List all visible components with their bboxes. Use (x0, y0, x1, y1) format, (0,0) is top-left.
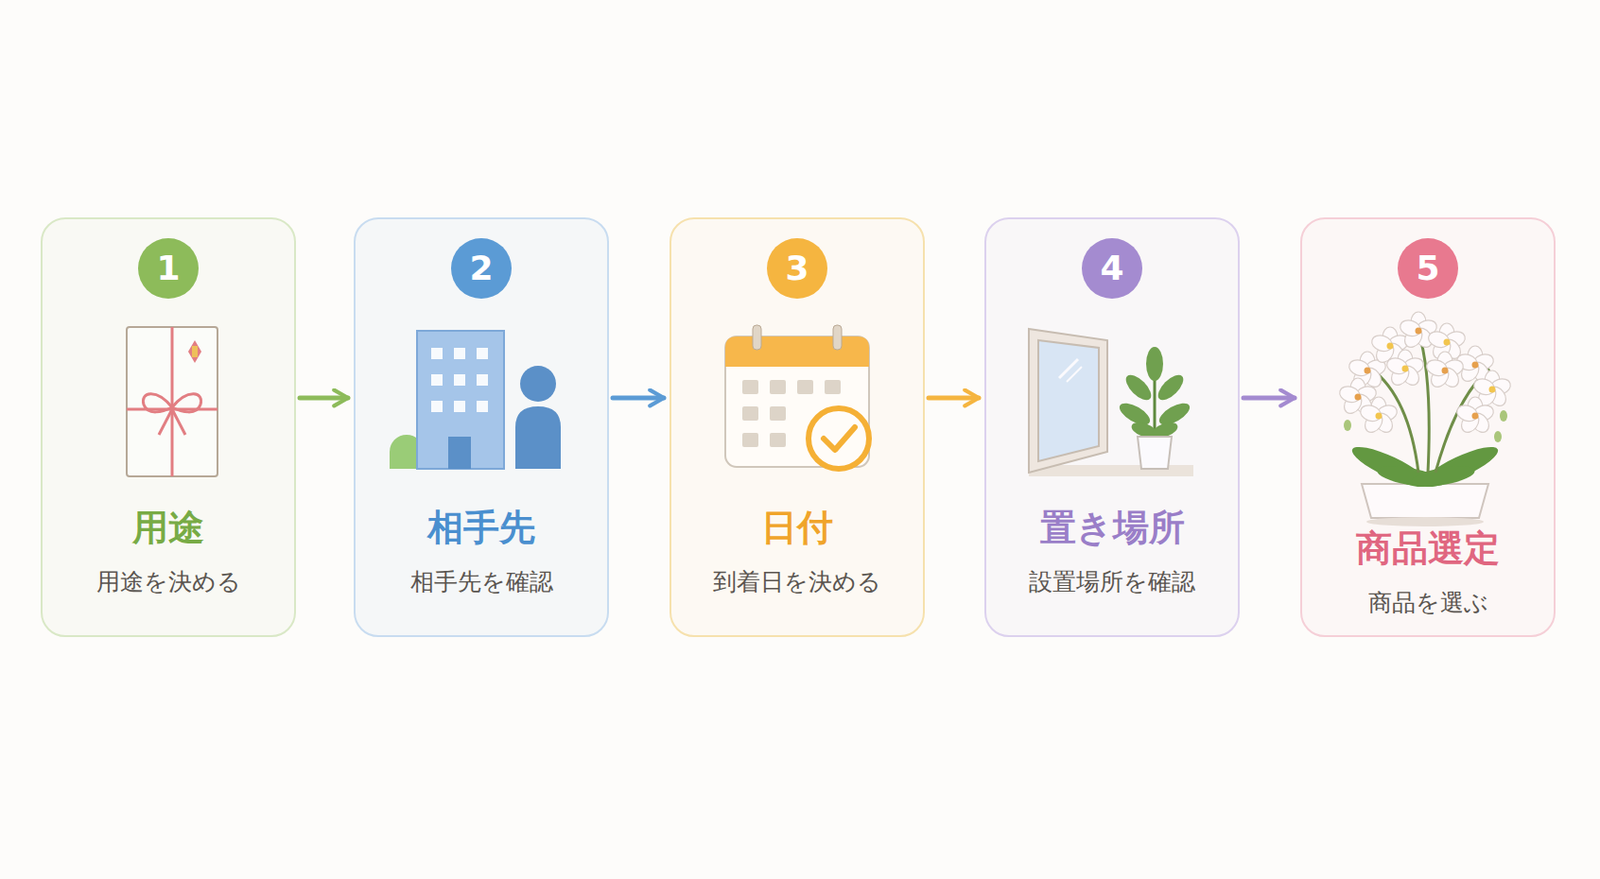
step-box: 3 日付到着日を決める (669, 217, 925, 638)
step-box: 2 相手先相手先を確認 (353, 217, 609, 638)
step-description: 到着日を決める (671, 567, 923, 598)
step-box: 4 置き場所設置場所を確認 (984, 217, 1240, 638)
step-title: 置き場所 (986, 505, 1238, 550)
step-number: 4 (1081, 238, 1143, 299)
step-number: 5 (1397, 238, 1459, 299)
step-box: 5 商品選定商品を選ぶ (1300, 217, 1556, 638)
step-title: 用途 (42, 505, 295, 550)
step-description: 相手先を確認 (355, 567, 608, 598)
step-number: 3 (766, 238, 828, 299)
step-number: 1 (138, 238, 199, 299)
step-number: 2 (451, 238, 512, 299)
flow-arrow (928, 396, 979, 401)
flow-arrow (1243, 396, 1295, 401)
step-title: 相手先 (355, 505, 608, 550)
step-title: 商品選定 (1302, 526, 1554, 571)
step-description: 商品を選ぶ (1302, 588, 1554, 619)
step-title: 日付 (671, 505, 923, 550)
flow-arrow (299, 396, 348, 401)
flow-arrow (612, 396, 664, 401)
step-description: 用途を決める (42, 567, 295, 598)
step-description: 設置場所を確認 (986, 567, 1238, 598)
step-box: 1 用途用途を決める (40, 217, 296, 638)
